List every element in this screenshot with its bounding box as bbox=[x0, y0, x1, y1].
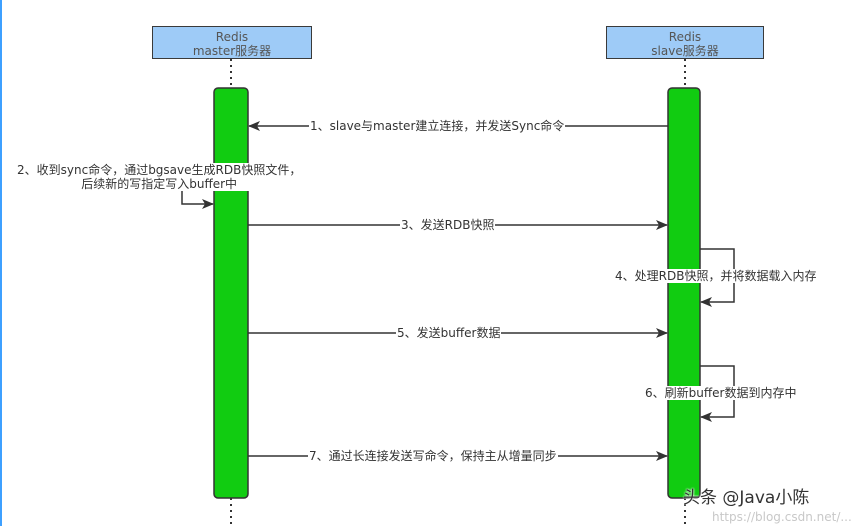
slave-activation-bar bbox=[667, 87, 701, 499]
message-2-label-line2: 后续新的写指定写入buffer中 bbox=[81, 177, 238, 191]
participant-master: Redis master服务器 bbox=[152, 26, 312, 59]
message-3-label: 3、发送RDB快照 bbox=[400, 218, 496, 232]
message-4-label: 4、处理RDB快照，并将数据载入内存 bbox=[614, 269, 818, 283]
master-activation-bar bbox=[213, 87, 249, 499]
participant-slave: Redis slave服务器 bbox=[606, 26, 764, 59]
watermark-brand: 头条 @Java小陈 bbox=[683, 488, 810, 508]
message-7-label: 7、通过长连接发送写命令，保持主从增量同步 bbox=[308, 449, 558, 463]
participant-master-line1: Redis bbox=[215, 30, 249, 44]
message-5-label: 5、发送buffer数据 bbox=[396, 326, 502, 340]
participant-slave-line1: Redis bbox=[668, 30, 702, 44]
message-2-label: 2、收到sync命令，通过bgsave生成RDB快照文件， 后续新的写指定写入b… bbox=[16, 163, 303, 191]
left-edge-border bbox=[0, 0, 2, 526]
message-6-label: 6、刷新buffer数据到内存中 bbox=[644, 386, 798, 400]
message-2-label-line1: 2、收到sync命令，通过bgsave生成RDB快照文件， bbox=[17, 163, 302, 177]
message-1-label: 1、slave与master建立连接，并发送Sync命令 bbox=[309, 119, 566, 133]
participant-master-line2: master服务器 bbox=[192, 44, 272, 58]
watermark-url: https://blog.csdn.net/... bbox=[712, 510, 852, 524]
participant-slave-line2: slave服务器 bbox=[651, 44, 719, 58]
